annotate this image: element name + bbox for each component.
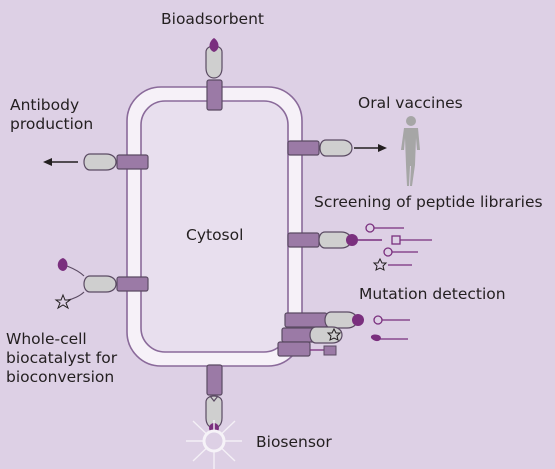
biosensor-signal (204, 431, 224, 451)
peptide-library (366, 224, 432, 270)
label-screening: Screening of peptide libraries (314, 193, 543, 212)
anchor-protein-left-lower (117, 277, 148, 291)
human-figure-icon (401, 116, 420, 186)
displayed-protein-biocatalyst (84, 276, 116, 292)
anchor-protein-right-vaccine (288, 141, 319, 155)
label-whole-cell-biocatalyst: Whole-cell biocatalyst for bioconversion (6, 330, 117, 387)
anchor-protein-right-mutation-1 (285, 313, 327, 327)
anchor-protein-right-screening (288, 233, 319, 247)
anchor-protein-right-mutation-3 (278, 342, 310, 356)
label-antibody-production: Antibody production (10, 96, 93, 134)
anchor-protein-top (207, 80, 222, 110)
arrow-right-icon (354, 144, 387, 152)
displayed-protein-vaccine (320, 140, 352, 156)
anchor-protein-bottom (207, 365, 222, 395)
arrow-left-icon (43, 158, 78, 166)
product-star-icon (56, 295, 70, 308)
substrate-drop (58, 258, 68, 271)
anchor-protein-left-upper (117, 155, 148, 169)
label-oral-vaccines: Oral vaccines (358, 94, 463, 113)
label-mutation-detection: Mutation detection (359, 285, 506, 304)
displayed-protein-antibody (84, 154, 116, 170)
displayed-protein-mutation-2 (310, 327, 342, 343)
label-biosensor: Biosensor (256, 433, 332, 452)
label-bioadsorbent: Bioadsorbent (161, 10, 264, 29)
label-cytosol: Cytosol (186, 226, 243, 245)
